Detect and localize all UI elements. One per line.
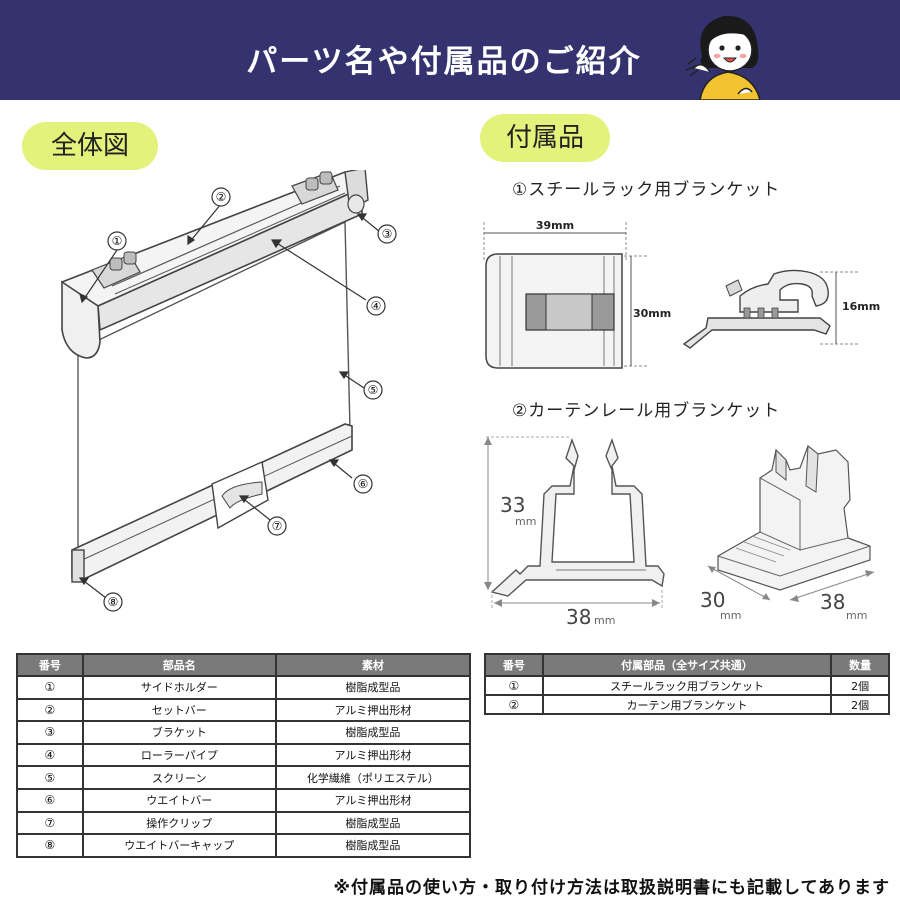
- page-title: パーツ名や付属品のご紹介: [246, 44, 642, 80]
- column-header: 数量: [830, 653, 890, 677]
- accessory-2-label: ②カーテンレール用ブランケット: [512, 401, 781, 421]
- part-name: ウエイトバーキャップ: [81, 833, 277, 858]
- callout-1: ①: [112, 234, 123, 248]
- part-material: アルミ押出形材: [274, 742, 472, 768]
- column-header: 番号: [484, 653, 544, 677]
- bracket2-width-unit: mm: [594, 614, 615, 627]
- accessory-quantity: 2個: [830, 694, 890, 715]
- steel-rack-bracket-diagram: 39mm 30mm 16mm: [483, 219, 880, 369]
- bracket1-height-label: 30mm: [633, 307, 671, 320]
- part-material: 化学繊維（ポリエステル）: [274, 765, 472, 790]
- part-number: ⑥: [16, 787, 84, 813]
- part-material: 樹脂成型品: [274, 833, 472, 858]
- part-name: スクリーン: [81, 765, 277, 790]
- accessory-table-header: 番号 付属部品（全サイズ共通） 数量: [484, 653, 890, 677]
- part-name: サイドホルダー: [81, 675, 277, 700]
- callout-5: ⑤: [368, 383, 379, 397]
- column-header: 番号: [16, 653, 84, 677]
- part-material: 樹脂成型品: [274, 675, 472, 700]
- part-name: セットバー: [81, 697, 277, 723]
- bracket2-height-num: 33: [500, 493, 525, 517]
- curtain-rail-bracket-diagram: 33 mm 38 mm 30 mm 38 mm: [484, 436, 875, 629]
- iso-dimension-a-unit: mm: [720, 609, 741, 622]
- part-number: ③: [16, 720, 84, 745]
- part-number: ⑧: [16, 833, 84, 858]
- callout-7: ⑦: [272, 519, 283, 533]
- bracket1-depth-label: 16mm: [842, 300, 880, 313]
- parts-table-header: 番号 部品名 素材: [16, 653, 472, 677]
- bracket2-width-num: 38: [566, 605, 591, 629]
- part-material: アルミ押出形材: [274, 787, 472, 813]
- part-name: ウエイトバー: [81, 787, 277, 813]
- part-number: ①: [16, 675, 84, 700]
- part-number: ⑦: [16, 810, 84, 836]
- column-header: 部品名: [81, 653, 277, 677]
- mascot-girl-icon: [685, 15, 761, 100]
- roller-blind-overview-diagram: ① ② ③ ④ ⑤ ⑥ ⑦ ⑧: [61, 170, 397, 612]
- part-material: 樹脂成型品: [274, 810, 472, 836]
- part-number: ⑤: [16, 765, 84, 790]
- iso-dimension-b-unit: mm: [846, 609, 867, 622]
- part-material: アルミ押出形材: [274, 697, 472, 723]
- accessories-heading: 付属品: [480, 114, 610, 162]
- accessory-quantity: 2個: [830, 675, 890, 696]
- accessory-number: ②: [484, 694, 544, 715]
- accessory-name: スチールラック用ブランケット: [541, 675, 833, 696]
- footnote: ※付属品の使い方・取り付け方法は取扱説明書にも記載してあります: [333, 878, 890, 898]
- part-name: 操作クリップ: [81, 810, 277, 836]
- bracket1-width-label: 39mm: [536, 219, 574, 232]
- overview-heading: 全体図: [22, 122, 158, 170]
- accessory-number: ①: [484, 675, 544, 696]
- header-banner: パーツ名や付属品のご紹介: [0, 0, 900, 100]
- bracket2-height-unit: mm: [515, 515, 536, 528]
- callout-4: ④: [371, 299, 382, 313]
- callout-3: ③: [382, 227, 393, 241]
- iso-dimension-a-num: 30: [700, 588, 725, 612]
- callout-6: ⑥: [358, 477, 369, 491]
- accessory-name: カーテン用ブランケット: [541, 694, 833, 715]
- part-number: ④: [16, 742, 84, 768]
- column-header: 素材: [274, 653, 472, 677]
- callout-8: ⑧: [108, 595, 119, 609]
- accessory-1-label: ①スチールラック用ブランケット: [512, 180, 781, 200]
- part-material: 樹脂成型品: [274, 720, 472, 745]
- column-header: 付属部品（全サイズ共通）: [541, 653, 833, 677]
- part-name: ブラケット: [81, 720, 277, 745]
- part-name: ローラーパイプ: [81, 742, 277, 768]
- callout-2: ②: [216, 190, 227, 204]
- part-number: ②: [16, 697, 84, 723]
- iso-dimension-b-num: 38: [820, 590, 845, 614]
